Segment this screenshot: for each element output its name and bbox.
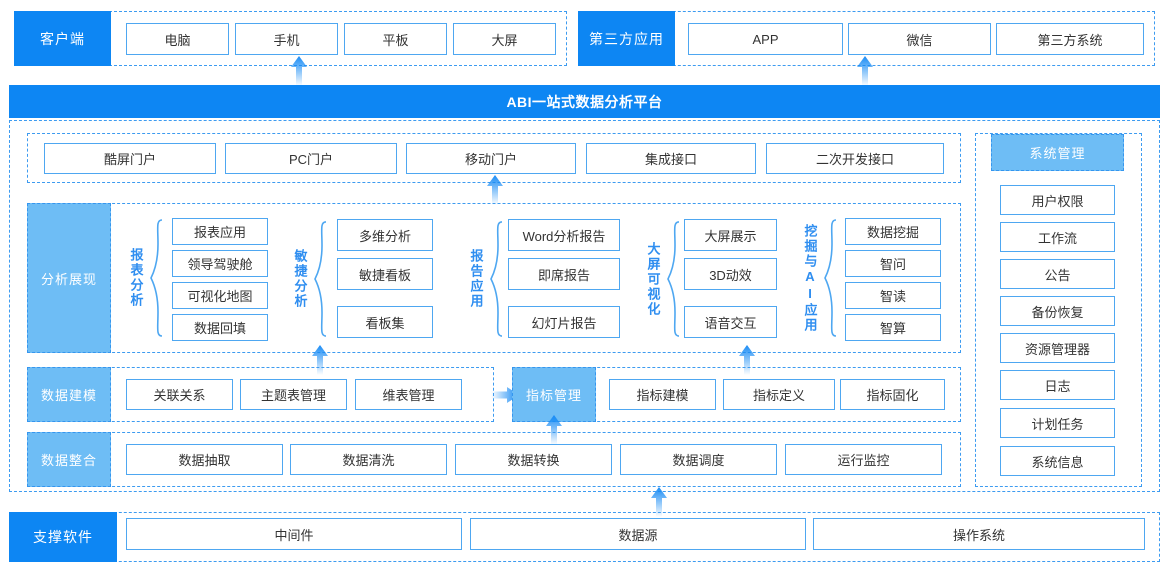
support-row-label: 支撑软件	[9, 512, 117, 562]
system-item-6[interactable]: 计划任务	[1000, 408, 1115, 438]
metric-item-1[interactable]: 指标定义	[723, 379, 835, 410]
integration-item-1[interactable]: 数据清洗	[290, 444, 447, 475]
analysis-item-0-0[interactable]: 报表应用	[172, 218, 268, 245]
analysis-group-label-2: 报告应用	[468, 249, 484, 309]
analysis-item-4-2[interactable]: 智读	[845, 282, 941, 309]
system-item-3[interactable]: 备份恢复	[1000, 296, 1115, 326]
portal-item-0[interactable]: 酷屏门户	[44, 143, 216, 174]
portal-item-4[interactable]: 二次开发接口	[766, 143, 944, 174]
third-party-item-0[interactable]: APP	[688, 23, 843, 55]
metric-item-2[interactable]: 指标固化	[840, 379, 945, 410]
analysis-item-2-0[interactable]: Word分析报告	[508, 219, 620, 251]
modeling-item-1[interactable]: 主题表管理	[240, 379, 347, 410]
analysis-item-4-3[interactable]: 智算	[845, 314, 941, 341]
system-item-5[interactable]: 日志	[1000, 370, 1115, 400]
analysis-item-3-2[interactable]: 语音交互	[684, 306, 777, 338]
analysis-item-0-3[interactable]: 数据回填	[172, 314, 268, 341]
integration-item-0[interactable]: 数据抽取	[126, 444, 283, 475]
support-item-0[interactable]: 中间件	[126, 518, 462, 550]
portal-item-2[interactable]: 移动门户	[406, 143, 576, 174]
system-item-4[interactable]: 资源管理器	[1000, 333, 1115, 363]
system-item-7[interactable]: 系统信息	[1000, 446, 1115, 476]
analysis-item-1-2[interactable]: 看板集	[337, 306, 433, 338]
client-item-3[interactable]: 大屏	[453, 23, 556, 55]
analysis-item-3-0[interactable]: 大屏展示	[684, 219, 777, 251]
arrow-up-icon	[487, 175, 503, 205]
arrow-up-icon	[651, 487, 667, 517]
arrow-up-icon	[857, 56, 873, 86]
platform-outer-container	[9, 120, 1160, 492]
integration-item-2[interactable]: 数据转换	[455, 444, 612, 475]
analysis-group-label-1: 敏捷分析	[292, 249, 308, 309]
client-item-2[interactable]: 平板	[344, 23, 447, 55]
support-item-1[interactable]: 数据源	[470, 518, 806, 550]
curly-brace-icon	[824, 219, 837, 337]
modeling-row-label: 数据建模	[27, 367, 111, 422]
analysis-item-2-2[interactable]: 幻灯片报告	[508, 306, 620, 338]
arrow-up-icon	[312, 345, 328, 375]
analysis-item-0-2[interactable]: 可视化地图	[172, 282, 268, 309]
curly-brace-icon	[314, 221, 327, 337]
system-item-0[interactable]: 用户权限	[1000, 185, 1115, 215]
integration-row-label: 数据整合	[27, 432, 111, 487]
support-item-2[interactable]: 操作系统	[813, 518, 1145, 550]
system-panel-container	[975, 133, 1142, 487]
arrow-up-icon	[739, 345, 755, 375]
client-item-1[interactable]: 手机	[235, 23, 338, 55]
third-party-row-label: 第三方应用	[578, 11, 675, 66]
portal-item-1[interactable]: PC门户	[225, 143, 397, 174]
metric-item-0[interactable]: 指标建模	[609, 379, 716, 410]
third-party-item-1[interactable]: 微信	[848, 23, 991, 55]
analysis-item-4-0[interactable]: 数据挖掘	[845, 218, 941, 245]
analysis-row-label: 分析展现	[27, 203, 111, 353]
modeling-item-2[interactable]: 维表管理	[355, 379, 462, 410]
modeling-item-0[interactable]: 关联关系	[126, 379, 233, 410]
system-panel-label: 系统管理	[991, 134, 1124, 171]
analysis-group-label-4: 挖掘与AI应用	[802, 223, 818, 333]
system-item-2[interactable]: 公告	[1000, 259, 1115, 289]
third-party-item-2[interactable]: 第三方系统	[996, 23, 1144, 55]
curly-brace-icon	[490, 221, 503, 337]
integration-item-4[interactable]: 运行监控	[785, 444, 942, 475]
arrow-up-icon	[291, 56, 307, 86]
analysis-group-label-3: 大屏可视化	[645, 241, 661, 317]
analysis-item-1-0[interactable]: 多维分析	[337, 219, 433, 251]
curly-brace-icon	[150, 219, 163, 337]
analysis-item-1-1[interactable]: 敏捷看板	[337, 258, 433, 290]
arrow-up-icon	[546, 415, 562, 445]
platform-banner: ABI一站式数据分析平台	[9, 85, 1160, 118]
system-item-1[interactable]: 工作流	[1000, 222, 1115, 252]
metric-label: 指标管理	[512, 367, 596, 422]
analysis-item-3-1[interactable]: 3D动效	[684, 258, 777, 290]
client-row-label: 客户端	[14, 11, 111, 66]
analysis-group-label-0: 报表分析	[128, 248, 144, 308]
client-item-0[interactable]: 电脑	[126, 23, 229, 55]
portal-item-3[interactable]: 集成接口	[586, 143, 756, 174]
analysis-item-2-1[interactable]: 即席报告	[508, 258, 620, 290]
analysis-item-4-1[interactable]: 智问	[845, 250, 941, 277]
analysis-item-0-1[interactable]: 领导驾驶舱	[172, 250, 268, 277]
integration-item-3[interactable]: 数据调度	[620, 444, 777, 475]
curly-brace-icon	[667, 221, 680, 337]
